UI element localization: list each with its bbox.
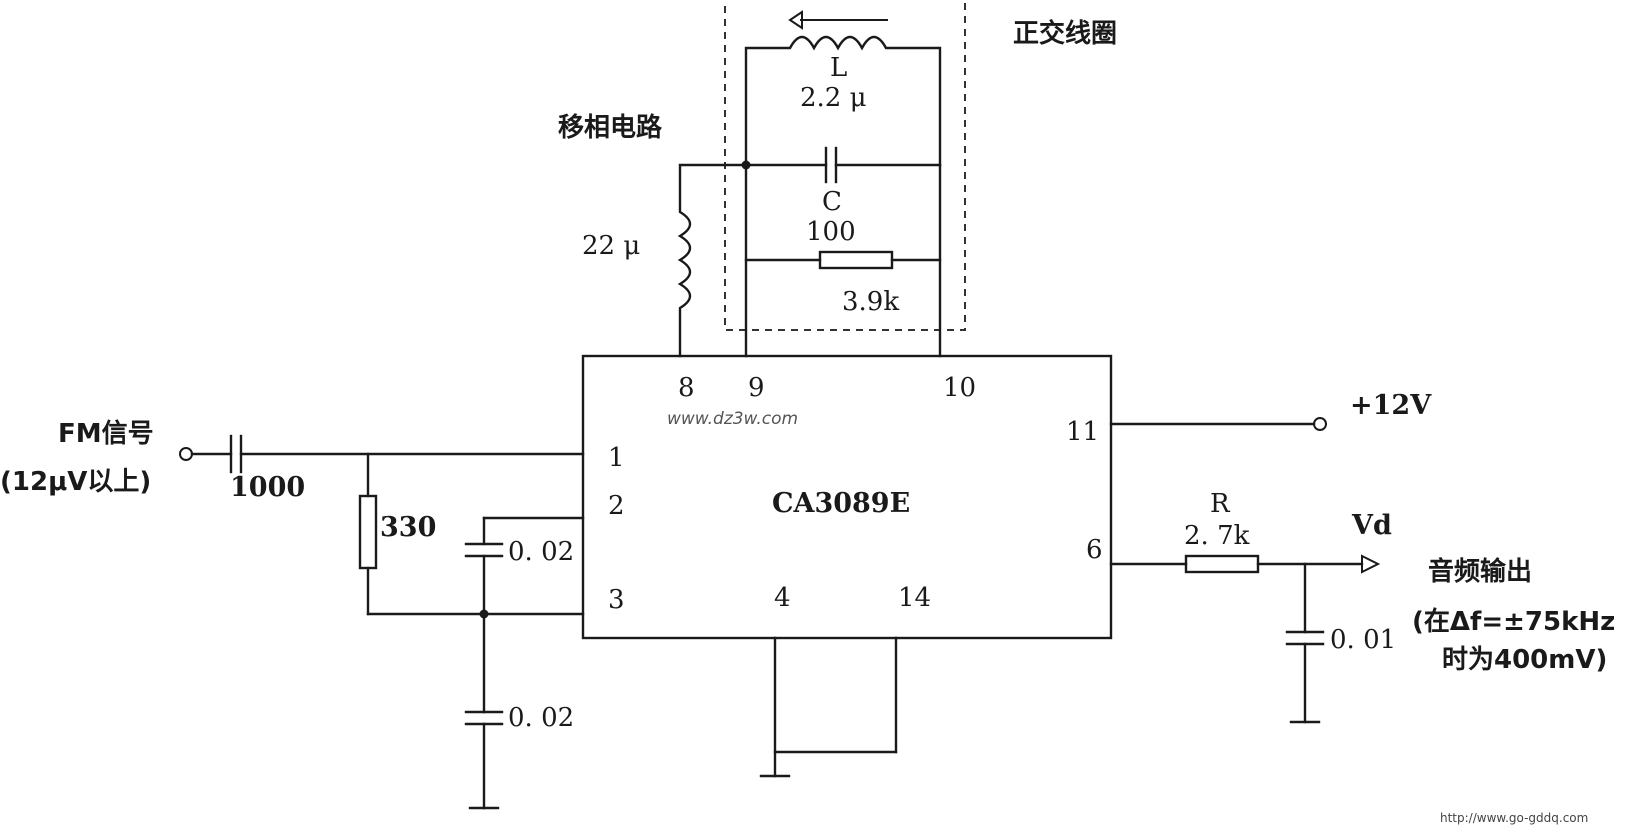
value-c-pin2: 0. 02: [508, 537, 574, 567]
input-level: (12μV以上): [0, 467, 151, 497]
label-L: L: [830, 53, 847, 83]
pin-1: 1: [608, 443, 625, 473]
value-C: 100: [806, 217, 856, 247]
pin-10: 10: [943, 373, 976, 403]
output-cond-1: (在Δf=±75kHz: [1412, 607, 1615, 637]
ic-name: CA3089E: [772, 488, 910, 519]
supply-label: +12V: [1350, 390, 1432, 421]
inductor-L: [744, 35, 942, 167]
pin-9: 9: [748, 373, 765, 403]
resistor-3-9k: [818, 250, 894, 270]
value-3-9k: 3.9k: [842, 287, 899, 317]
pin-2: 2: [608, 491, 625, 521]
phase-shift-title: 移相电路: [558, 112, 663, 143]
quadrature-coil-box: [724, 0, 966, 331]
value-330: 330: [380, 512, 436, 543]
pin-3: 3: [608, 585, 625, 615]
value-22u: 22 μ: [582, 231, 640, 261]
resistor-330: [358, 494, 378, 570]
supply-terminal: [1313, 417, 1327, 431]
input-terminal: [179, 447, 193, 461]
value-L: 2.2 μ: [800, 83, 867, 113]
output-cond-2: 时为400mV): [1442, 645, 1607, 675]
inductor-22u: [677, 163, 748, 358]
tuning-arrow-head-icon: [788, 10, 803, 30]
resistor-2-7k: [1184, 554, 1260, 574]
watermark-center: www.dz3w.com: [667, 409, 798, 429]
label-R: R: [1210, 489, 1231, 519]
output-desc: 音频输出: [1428, 556, 1532, 587]
value-0-01: 0. 01: [1330, 625, 1396, 655]
pin-11: 11: [1066, 417, 1099, 447]
ic-ca3089e: [581, 354, 1113, 640]
value-2-7k: 2. 7k: [1184, 521, 1250, 551]
pin-4: 4: [774, 583, 791, 613]
pin-8: 8: [678, 373, 695, 403]
input-name: FM信号: [58, 419, 154, 449]
value-1000: 1000: [230, 472, 305, 503]
label-C: C: [822, 187, 842, 217]
output-name: Vd: [1351, 510, 1392, 541]
output-arrow-icon: [1361, 554, 1381, 574]
pin-14: 14: [898, 583, 931, 613]
pin-6: 6: [1086, 535, 1103, 565]
value-c-pin3: 0. 02: [508, 703, 574, 733]
watermark-corner: http://www.go-gddq.com: [1440, 811, 1588, 825]
quadrature-coil-title: 正交线圈: [1013, 18, 1117, 49]
